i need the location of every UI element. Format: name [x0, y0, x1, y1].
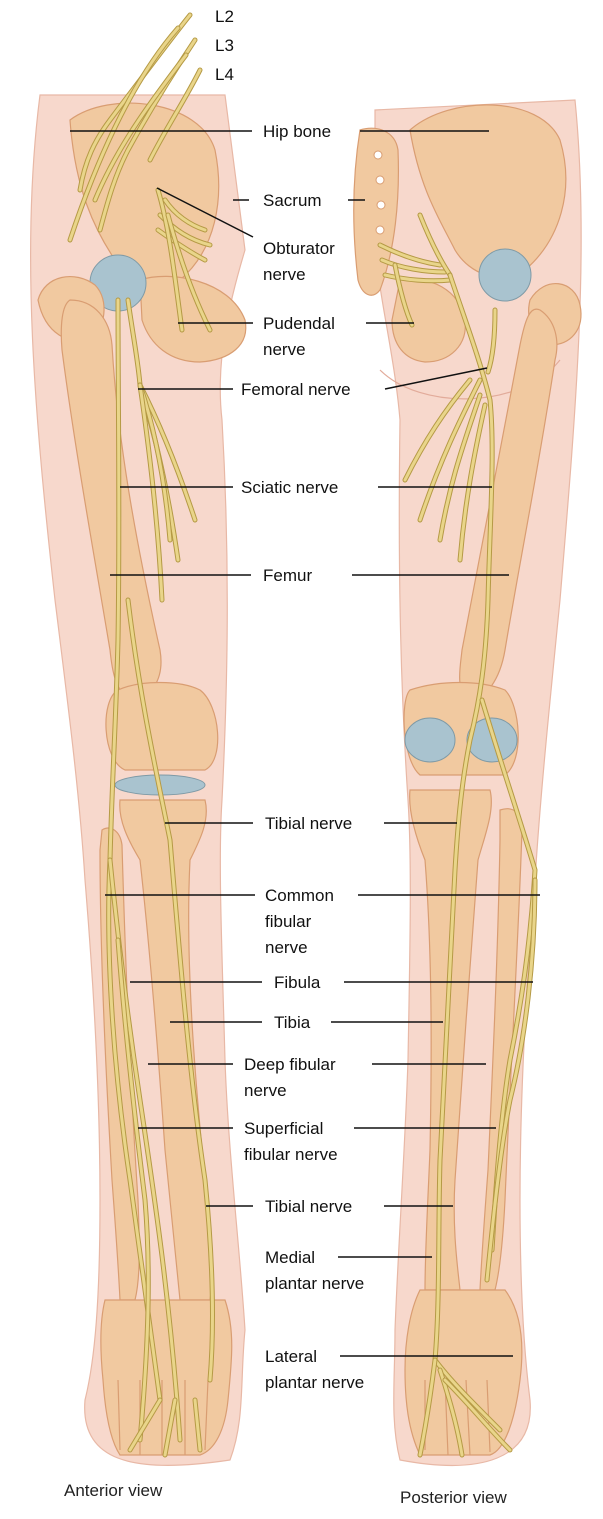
label-obturator-line2: nerve — [263, 265, 306, 284]
label-common-fibular-line2: fibular — [265, 912, 312, 931]
label-l4: L4 — [215, 65, 234, 84]
label-lateral-plantar-line2: plantar nerve — [265, 1373, 364, 1392]
label-femur: Femur — [263, 566, 312, 585]
label-fibula: Fibula — [274, 973, 321, 992]
label-superficial-fibular-line1: Superficial — [244, 1119, 323, 1138]
label-superficial-fibular-line2: fibular nerve — [244, 1145, 338, 1164]
anterior-leg — [31, 15, 246, 1465]
label-tibial-lower: Tibial nerve — [265, 1197, 352, 1216]
label-common-fibular-line3: nerve — [265, 938, 308, 957]
label-femoral: Femoral nerve — [241, 380, 351, 399]
label-sciatic: Sciatic nerve — [241, 478, 338, 497]
label-pudendal-line2: nerve — [263, 340, 306, 359]
label-sacrum: Sacrum — [263, 191, 322, 210]
label-posterior-view: Posterior view — [400, 1488, 507, 1507]
label-tibial-upper: Tibial nerve — [265, 814, 352, 833]
label-l2: L2 — [215, 7, 234, 26]
label-lateral-plantar-line1: Lateral — [265, 1347, 317, 1366]
label-l3: L3 — [215, 36, 234, 55]
label-deep-fibular-line1: Deep fibular — [244, 1055, 336, 1074]
label-hip-bone: Hip bone — [263, 122, 331, 141]
posterior-leg — [354, 100, 581, 1465]
label-medial-plantar-line2: plantar nerve — [265, 1274, 364, 1293]
anterior-femur-condyles — [106, 683, 218, 771]
label-tibia: Tibia — [274, 1013, 311, 1032]
label-obturator-line1: Obturator — [263, 239, 335, 258]
posterior-femoral-head — [479, 249, 531, 301]
label-medial-plantar-line1: Medial — [265, 1248, 315, 1267]
label-pudendal-line1: Pudendal — [263, 314, 335, 333]
label-anterior-view: Anterior view — [64, 1481, 163, 1500]
label-deep-fibular-line2: nerve — [244, 1081, 287, 1100]
posterior-condyle-medial — [405, 718, 455, 762]
label-common-fibular-line1: Common — [265, 886, 334, 905]
